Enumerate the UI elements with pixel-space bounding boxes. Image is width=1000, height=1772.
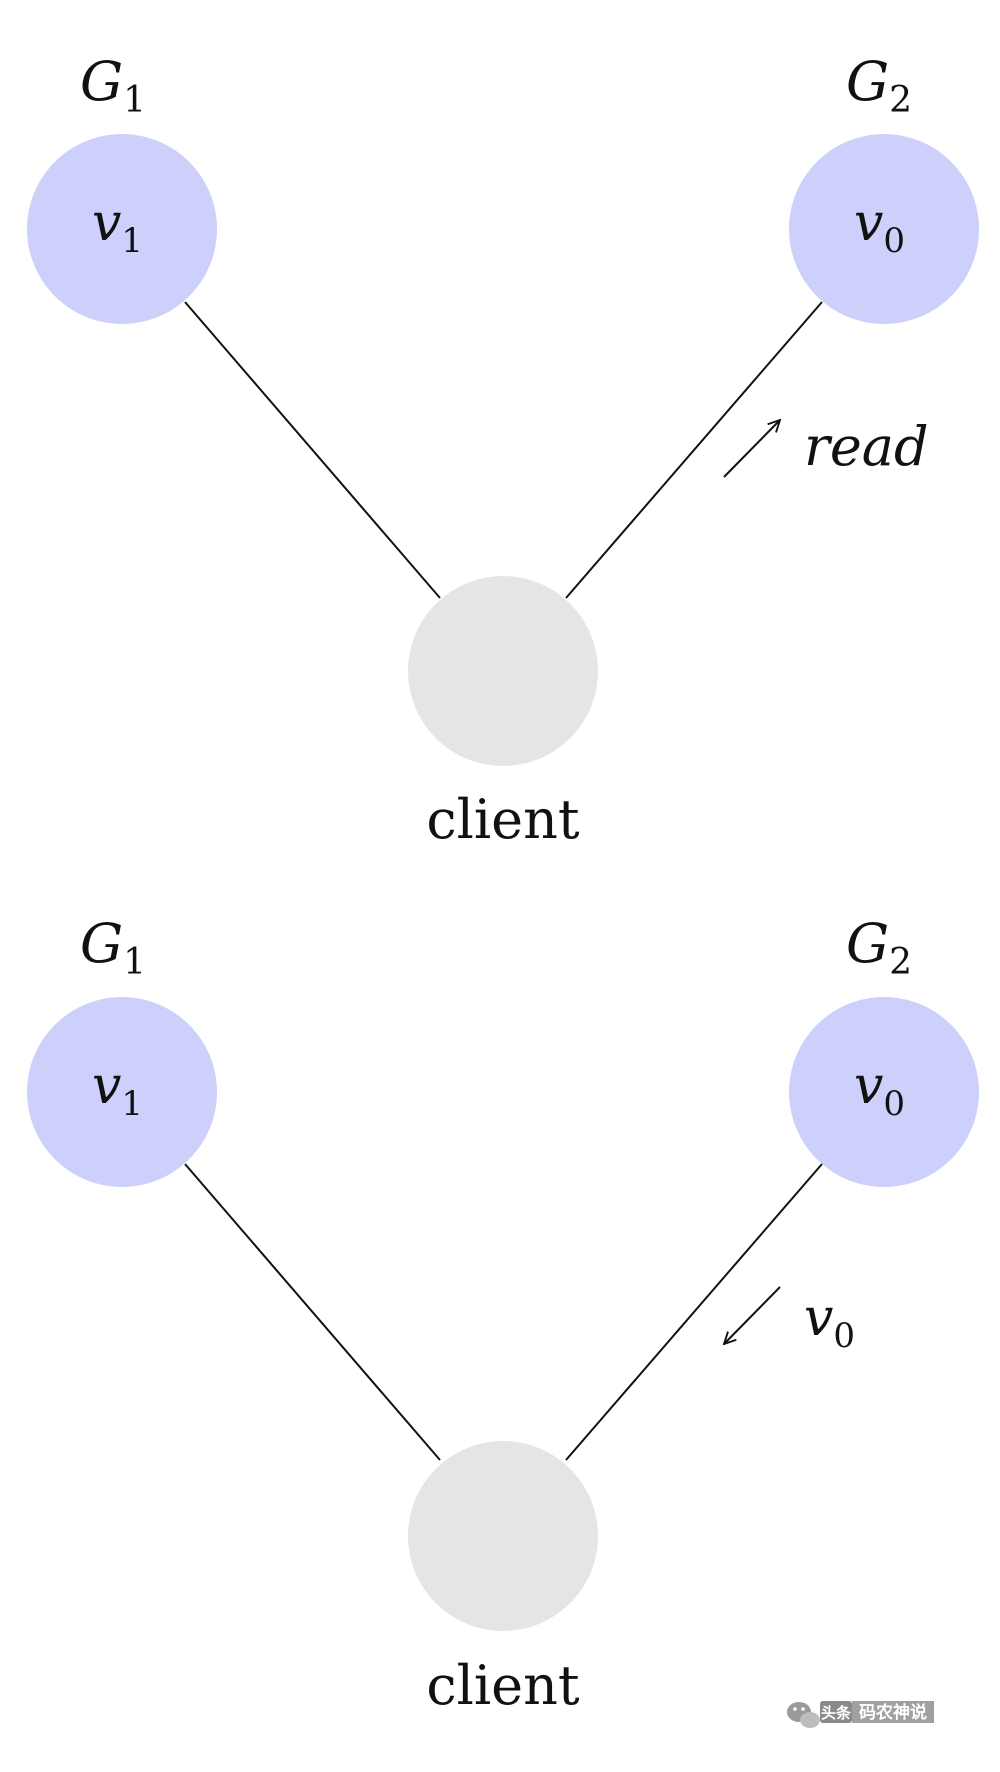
watermark-text: 码农神说 — [859, 1702, 927, 1723]
panel-bottom: G1 G2 v1 v0 client v0 — [27, 912, 979, 1717]
panel-top: G1 G2 v1 v0 client read — [27, 50, 979, 851]
edge-g2-client — [565, 301, 823, 599]
client-node — [408, 1441, 598, 1631]
edge-g1-client — [184, 1163, 441, 1461]
node-value-v0: v0 — [854, 1056, 905, 1124]
server-label-g1: G1 — [80, 912, 146, 983]
client-node — [408, 576, 598, 766]
node-value-v1: v1 — [92, 193, 143, 261]
server-label-g2: G2 — [846, 50, 912, 121]
server-node-g1 — [27, 997, 217, 1187]
arrow-label-v0: v0 — [804, 1288, 855, 1356]
edge-g1-client — [184, 301, 441, 599]
server-node-g2 — [789, 997, 979, 1187]
wechat-icon — [787, 1702, 820, 1728]
arrow-response — [724, 1286, 781, 1344]
node-value-v0: v0 — [854, 193, 905, 261]
server-label-g1: G1 — [80, 50, 146, 121]
server-node-g2 — [789, 134, 979, 324]
server-node-g1 — [27, 134, 217, 324]
client-label: client — [426, 788, 580, 851]
server-label-g2: G2 — [846, 912, 912, 983]
watermark-badge: 头条 — [821, 1704, 852, 1722]
arrow-read — [723, 420, 780, 478]
watermark-badge-bg — [820, 1701, 852, 1723]
arrow-label-read: read — [804, 415, 929, 478]
watermark-text-bg — [852, 1701, 934, 1723]
watermark: 头条 码农神说 — [787, 1701, 934, 1728]
node-value-v1: v1 — [92, 1056, 143, 1124]
edge-g2-client — [565, 1163, 823, 1461]
client-label: client — [426, 1654, 580, 1717]
